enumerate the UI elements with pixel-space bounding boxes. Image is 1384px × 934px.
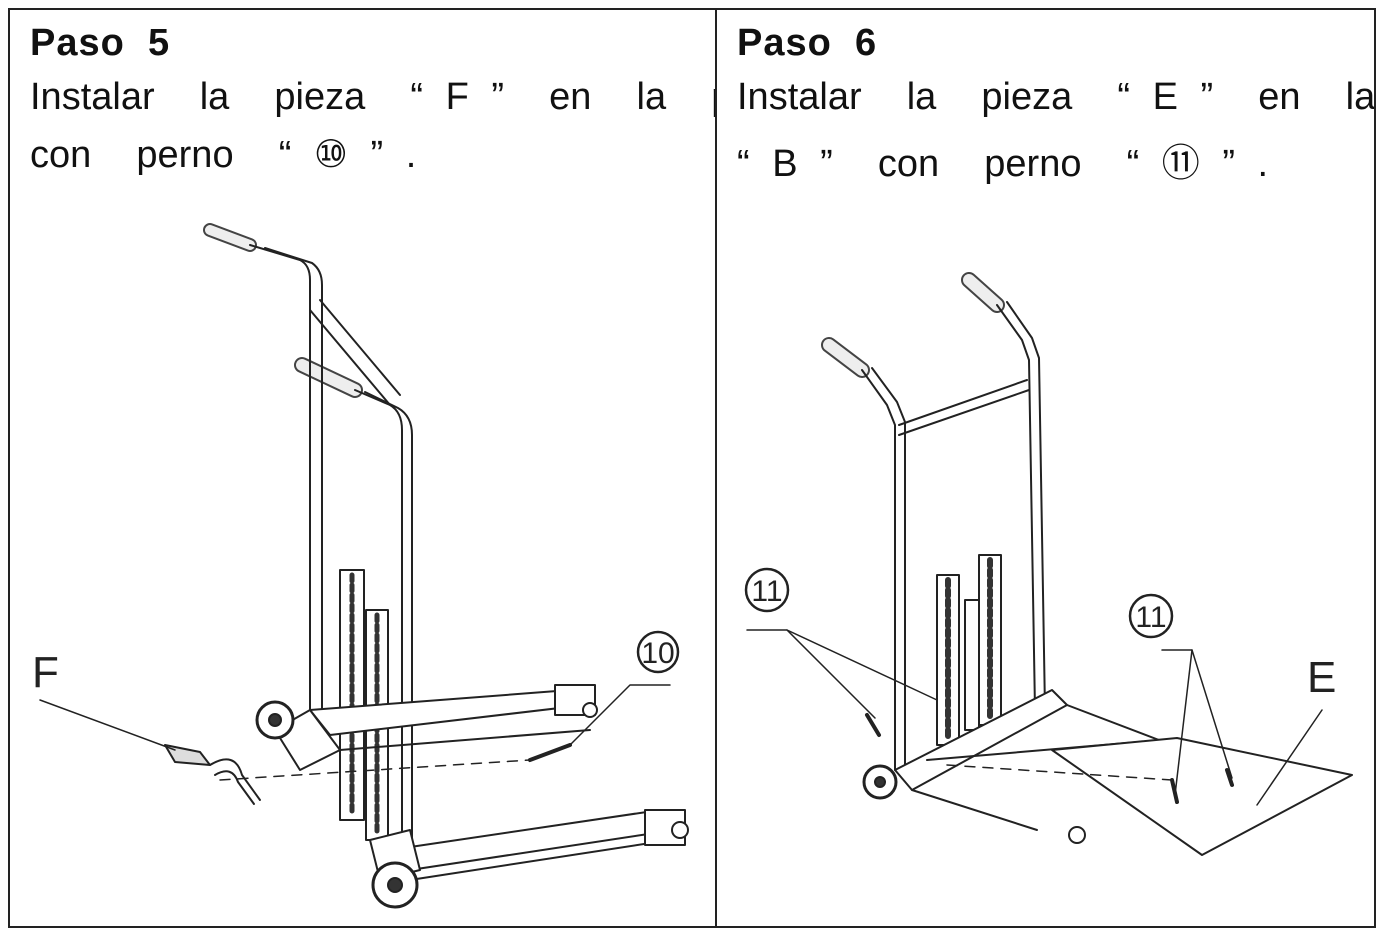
- step-5-bolt-callout: 10: [641, 637, 674, 670]
- step-6-bolt-callout-left: 11: [751, 575, 782, 608]
- step-5-title: Paso 5: [30, 22, 171, 64]
- step-5-instruction-line-2: con perno “ ⑩ ” .: [30, 134, 417, 176]
- step-6-panel: Paso 6 Instalar la pieza “ E ” en la “ B…: [717, 10, 1374, 926]
- step-6-part-label: E: [1307, 653, 1336, 702]
- step-5-part-label: F: [32, 648, 59, 697]
- step-5-instruction-line-1: Instalar la pieza “ F ” en la pa: [30, 76, 715, 118]
- step-6-instruction-line-1: Instalar la pieza “ E ” en la: [737, 76, 1374, 118]
- panel-divider: [715, 8, 717, 928]
- step-6-bolt-callout-right: 11: [1135, 601, 1166, 634]
- step-5-panel: Paso 5 Instalar la pieza “ F ” en la pa …: [10, 10, 715, 926]
- step-6-title: Paso 6: [737, 22, 878, 64]
- step-6-illustration: 11 11 E: [744, 272, 1353, 856]
- page-frame: [8, 8, 1376, 928]
- step-6-instruction-line-2: “ B ” con perno “ ⑪ ” .: [737, 143, 1269, 185]
- step-5-illustration: F 10: [32, 223, 689, 909]
